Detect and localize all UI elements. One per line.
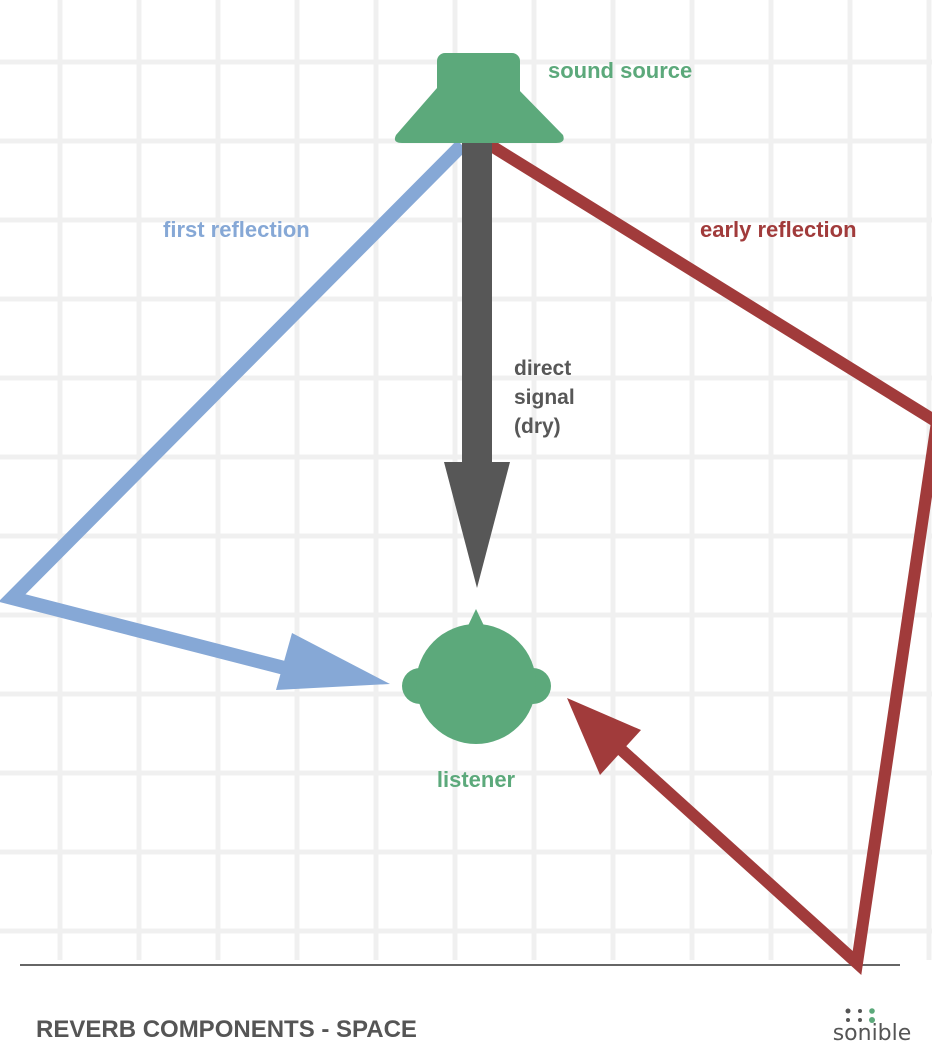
sonible-logo-dots (845, 1008, 875, 1023)
first-reflection-label: first reflection (163, 217, 310, 242)
sound-source-label: sound source (548, 58, 692, 83)
brand-wordmark: sonible (833, 1021, 912, 1045)
early-reflection-arrowhead (567, 698, 641, 775)
listener-label: listener (437, 767, 516, 792)
direct-signal-label-line3: (dry) (514, 415, 561, 438)
sonible-logo: sonible (833, 1008, 912, 1045)
footer-title: REVERB COMPONENTS - SPACE (36, 1016, 417, 1043)
first-reflection-path (0, 140, 467, 679)
first-reflection-arrowhead (276, 633, 390, 690)
direct-signal-shaft (462, 140, 492, 465)
early-reflection-label: early reflection (700, 217, 857, 242)
early-reflection-path (486, 139, 932, 975)
direct-signal-label-line1: direct (514, 357, 571, 380)
head-icon (402, 609, 551, 744)
direct-signal-arrowhead (444, 462, 510, 588)
speaker-icon (394, 53, 564, 143)
direct-signal-label-line2: signal (514, 386, 575, 409)
